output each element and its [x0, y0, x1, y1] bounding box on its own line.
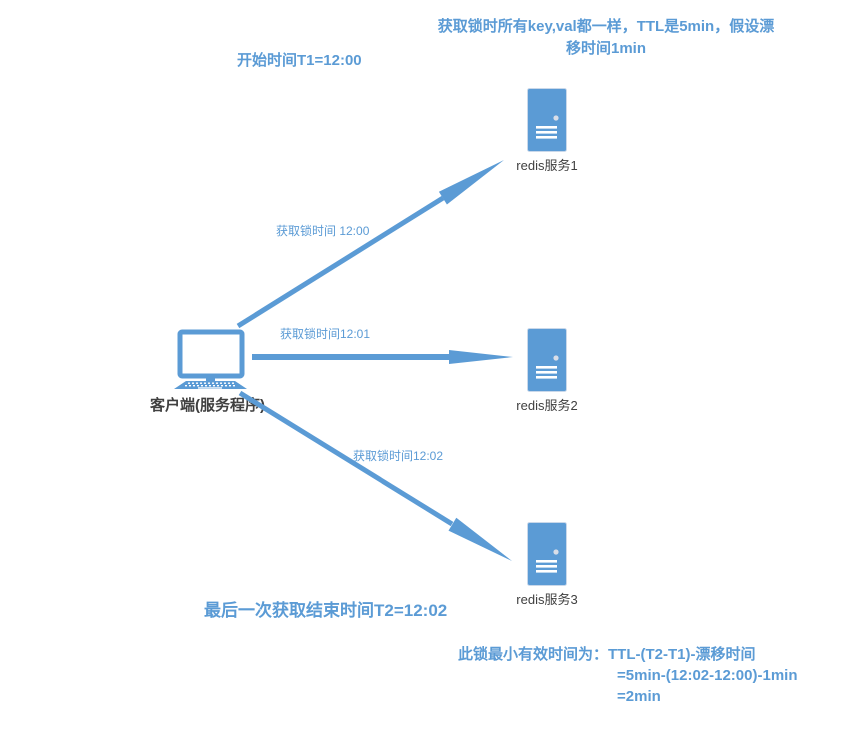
arrow-to-redis2 — [252, 350, 513, 364]
server-icon — [527, 88, 567, 152]
validity-line3: =2min — [617, 688, 661, 705]
computer-icon — [174, 329, 247, 389]
server-node-redis1: redis服务1 — [502, 88, 592, 174]
lock-time-label-3: 获取锁时间12:02 — [353, 449, 444, 463]
lock-time-label-2: 获取锁时间12:01 — [280, 327, 371, 341]
validity-note: 此锁最小有效时间为：TTL-(T2-T1)-漂移时间 =5min-(12:02-… — [458, 644, 797, 707]
server-icon — [527, 328, 567, 392]
ttl-note-line1: 获取锁时所有key,val都一样，TTL是5min，假设漂 — [437, 18, 775, 35]
start-time-note: 开始时间T1=12:00 — [237, 52, 362, 69]
server-node-redis2: redis服务2 — [502, 328, 592, 414]
server-node-redis3: redis服务3 — [502, 522, 592, 608]
client-node — [168, 328, 250, 395]
arrow-to-redis3 — [238, 390, 512, 561]
server-label-redis2: redis服务2 — [516, 398, 578, 413]
validity-line2: =5min-(12:02-12:00)-1min — [617, 667, 798, 684]
server-label-redis3: redis服务3 — [516, 592, 578, 607]
end-time-note: 最后一次获取结束时间T2=12:02 — [204, 601, 448, 620]
client-label: 客户端(服务程序) — [150, 397, 265, 414]
server-label-redis1: redis服务1 — [516, 158, 578, 173]
server-icon — [527, 522, 567, 586]
arrow-to-redis1 — [236, 160, 504, 329]
validity-line1: 此锁最小有效时间为：TTL-(T2-T1)-漂移时间 — [458, 646, 756, 663]
lock-time-label-1: 获取锁时间 12:00 — [276, 224, 370, 238]
ttl-note-line2: 移时间1min — [565, 40, 646, 57]
ttl-note: 获取锁时所有key,val都一样，TTL是5min，假设漂 移时间1min — [425, 16, 787, 60]
